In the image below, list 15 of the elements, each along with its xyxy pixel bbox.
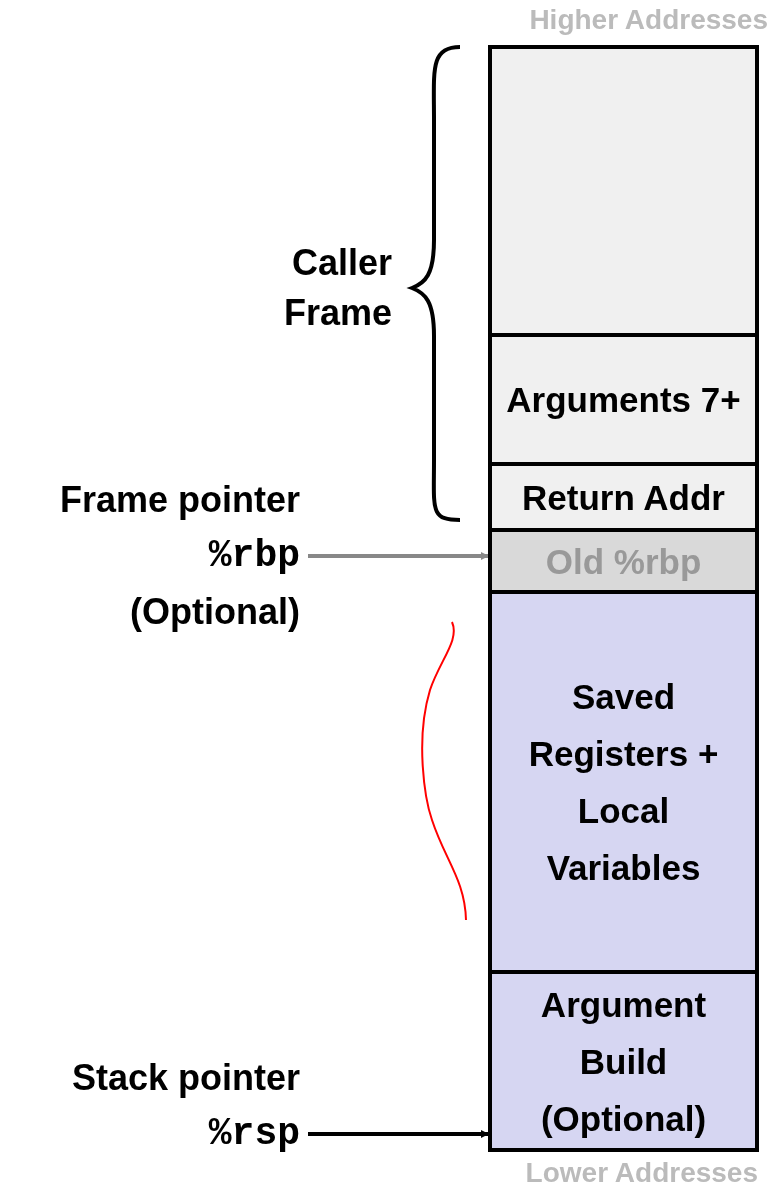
cell-text: Saved Registers + Local Variables [527, 676, 720, 889]
address-label: Lower Addresses [525, 1157, 758, 1189]
cell-text: Arguments 7+ [505, 379, 742, 421]
pointer-label: Frame pointer [59, 478, 300, 522]
arrow [308, 1130, 489, 1138]
bracket-label: Caller Frame [282, 241, 392, 335]
address-label: Higher Addresses [529, 4, 768, 36]
cell-text: Argument Build (Optional) [539, 983, 708, 1140]
cell-text: Old %rbp [544, 540, 703, 583]
register-name: %rsp [207, 1111, 300, 1157]
pointer-label: Stack pointer [71, 1056, 300, 1100]
cell-text: Return Addr [521, 476, 726, 519]
pointer-label: (Optional) [129, 590, 300, 634]
arrow [308, 552, 489, 560]
register-name: %rbp [207, 533, 300, 579]
